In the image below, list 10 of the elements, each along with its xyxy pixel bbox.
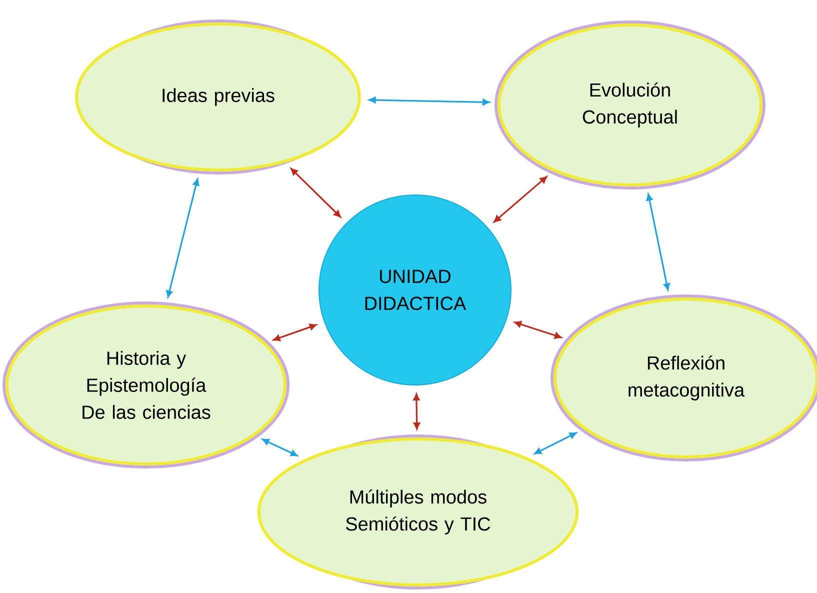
double-arrow	[413, 394, 420, 430]
double-arrow	[290, 168, 341, 218]
double-arrow	[166, 178, 200, 298]
double-arrow	[646, 194, 670, 290]
double-arrow	[262, 438, 298, 456]
double-arrow	[368, 96, 490, 106]
double-arrow	[514, 321, 562, 339]
double-arrow	[494, 176, 548, 222]
double-arrow	[273, 324, 317, 342]
double-arrow	[534, 432, 577, 454]
